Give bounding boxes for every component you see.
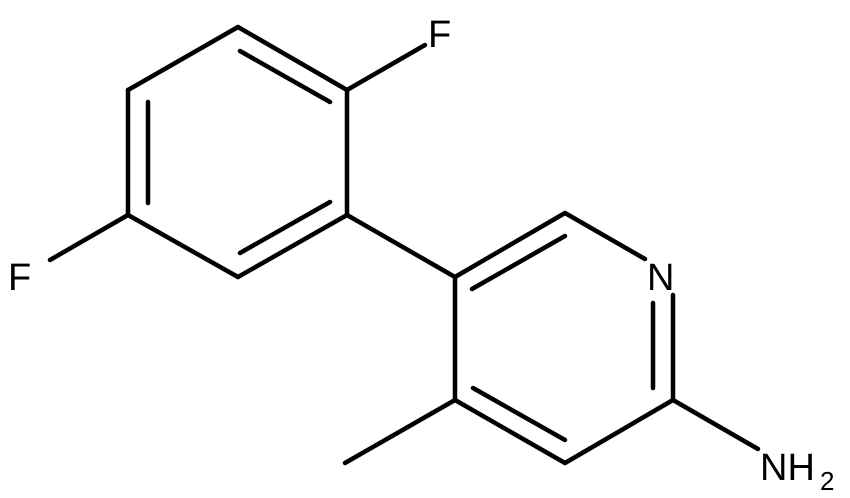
fluorine-left-label: F	[8, 257, 31, 299]
bond-c6-fluorine-top	[344, 42, 428, 93]
bond-c6p-n1	[562, 210, 648, 262]
fluorine-top-label: F	[428, 14, 451, 56]
bond-c3-fluorine-left	[47, 212, 131, 263]
bond-biaryl	[344, 212, 458, 280]
bond-c3p-c4p-inner	[470, 385, 568, 443]
bond-c1-c2	[125, 24, 241, 93]
pyridine-ring	[452, 210, 676, 466]
bond-c3p-c4p	[452, 397, 568, 466]
amine-label: NH	[760, 447, 815, 489]
bond-c2p-amine	[670, 397, 761, 452]
bond-c4-c5-inner	[237, 199, 333, 256]
ring-nitrogen-label: N	[647, 257, 674, 299]
bond-c5p-c6p	[452, 210, 568, 280]
bond-c6-c1	[235, 24, 350, 93]
bond-c5p-c6p-inner	[469, 233, 568, 292]
amine-subscript-label: 2	[820, 466, 834, 496]
bond-c3-c4	[125, 212, 241, 280]
bond-c4p-methyl	[342, 397, 458, 466]
bond-c6-c1-inner	[237, 48, 333, 105]
difluorophenyl-ring	[125, 24, 350, 280]
bond-c4-c5	[235, 212, 350, 280]
bond-c2p-c3p	[562, 397, 676, 466]
